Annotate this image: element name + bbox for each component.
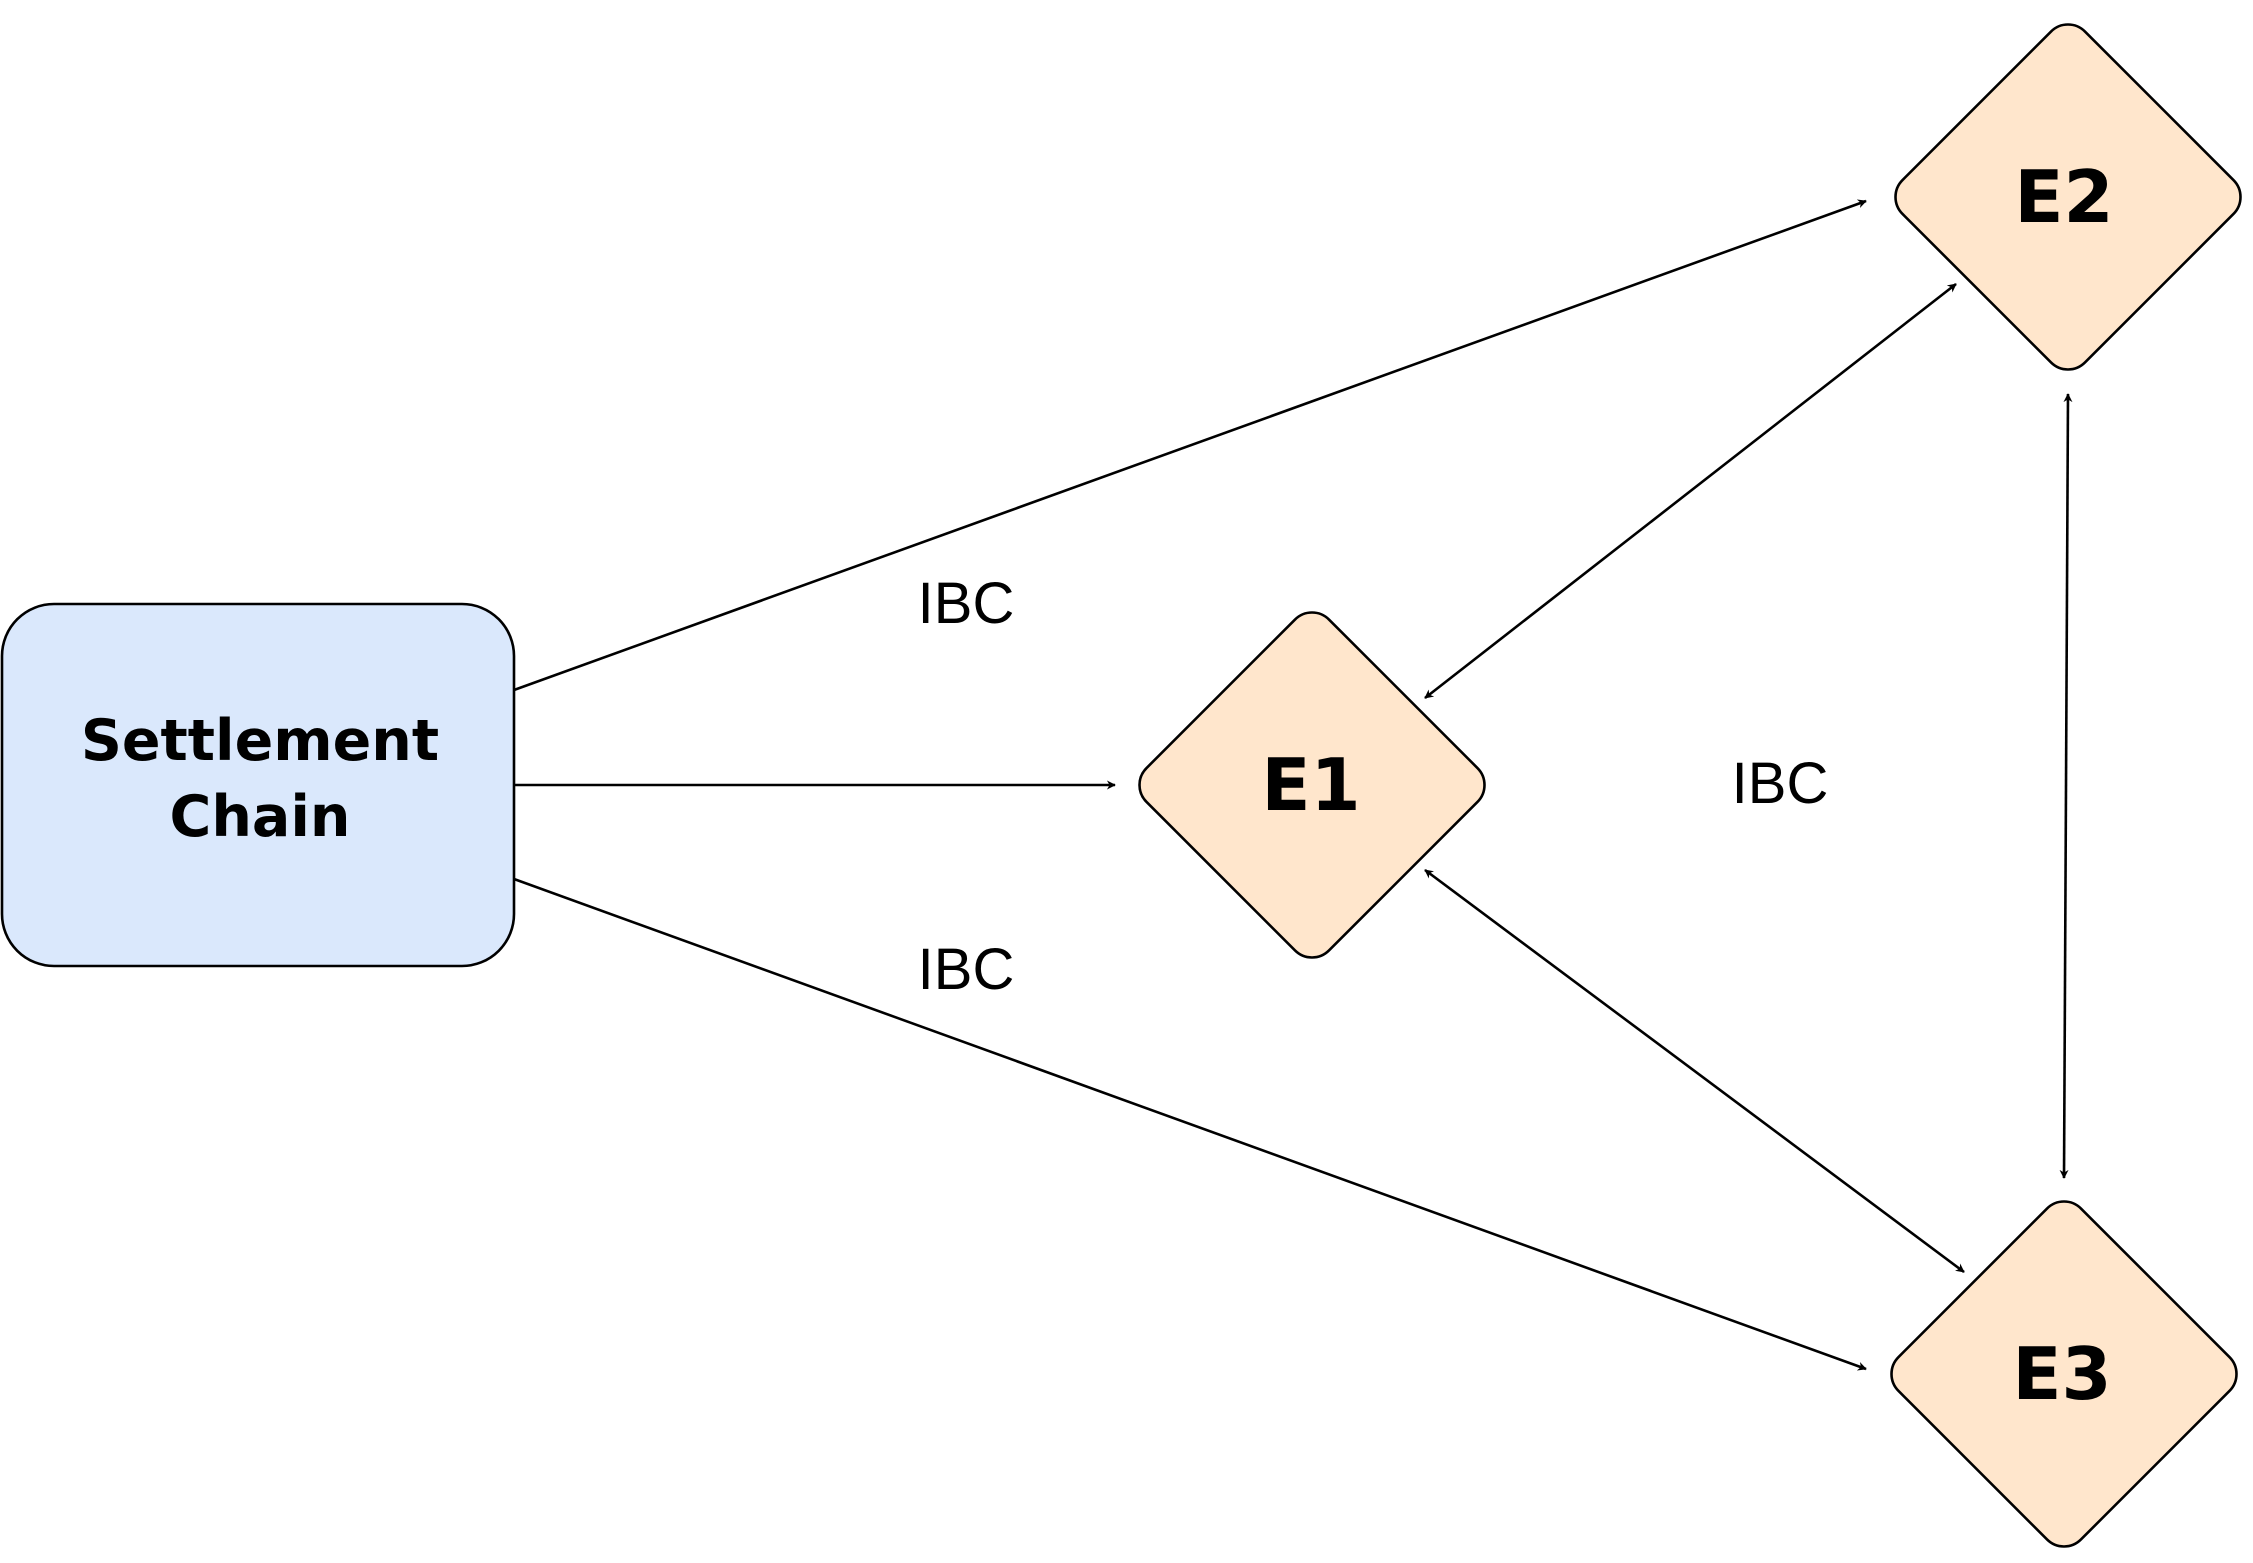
e3-label: E3 <box>2012 1332 2111 1416</box>
e3-diamond-shape <box>1890 1200 2238 1548</box>
e2-diamond-shape <box>1894 23 2242 371</box>
edges <box>513 199 2073 1371</box>
edge-e1-e3 <box>1424 868 1965 1274</box>
settlement-chain-box <box>0 602 516 968</box>
edge-settlement-to-e3 <box>513 877 1867 1371</box>
e2-node[interactable]: E2 <box>1886 15 2251 380</box>
edge-label-ibc-top: IBC <box>918 571 1015 636</box>
edge-e1-e2 <box>1424 282 1957 700</box>
edge-label-ibc-bottom: IBC <box>918 937 1015 1002</box>
e1-diamond-shape <box>1138 611 1486 959</box>
e1-node[interactable]: E1 <box>1130 603 1495 968</box>
e3-node[interactable]: E3 <box>1882 1192 2247 1557</box>
edge-label-ibc-middle: IBC <box>1732 751 1829 816</box>
settlement-chain-label-line1: Settlement <box>81 708 439 774</box>
settlement-chain-label-line2: Chain <box>170 784 351 850</box>
e1-label: E1 <box>1261 743 1360 827</box>
edge-e2-e3 <box>2059 393 2073 1179</box>
settlement-chain-node[interactable]: Settlement Chain <box>0 602 516 968</box>
e2-label: E2 <box>2014 155 2113 239</box>
edge-settlement-to-e2 <box>513 199 1867 692</box>
